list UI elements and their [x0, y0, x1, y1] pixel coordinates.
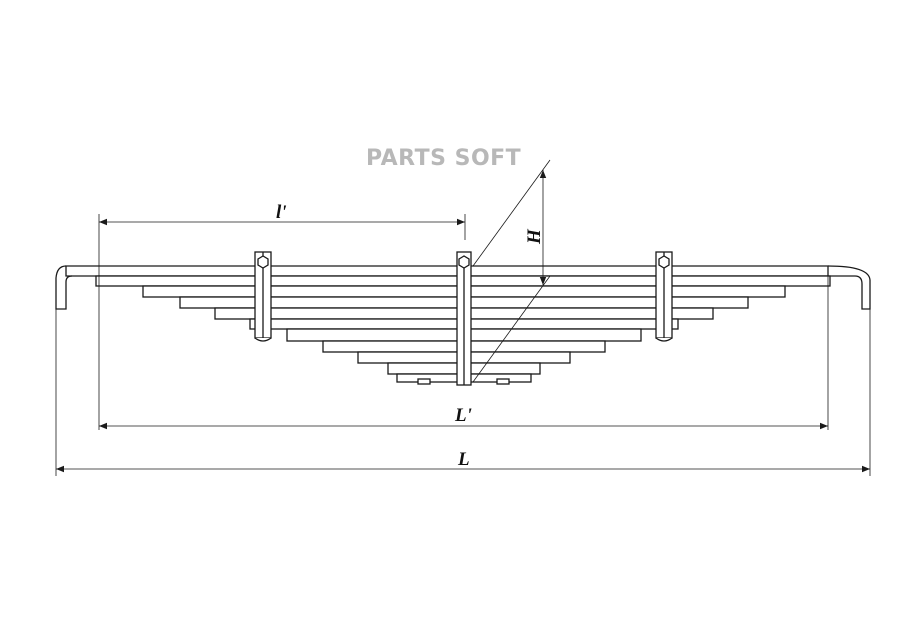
L-prime-label: L' — [454, 405, 472, 426]
parts-soft-watermark: PARTS SOFT — [366, 146, 522, 171]
L-label: L — [457, 449, 470, 470]
bottom-plate-right — [496, 378, 510, 385]
h-leader-bottom — [472, 275, 551, 383]
left-clamp — [254, 251, 272, 342]
H-label: H — [524, 228, 545, 245]
right-clamp — [655, 251, 673, 342]
l-prime-label: l' — [276, 202, 287, 223]
h-leader-top — [472, 159, 551, 267]
bottom-plate-left — [417, 378, 431, 385]
center-bolt — [456, 251, 472, 386]
